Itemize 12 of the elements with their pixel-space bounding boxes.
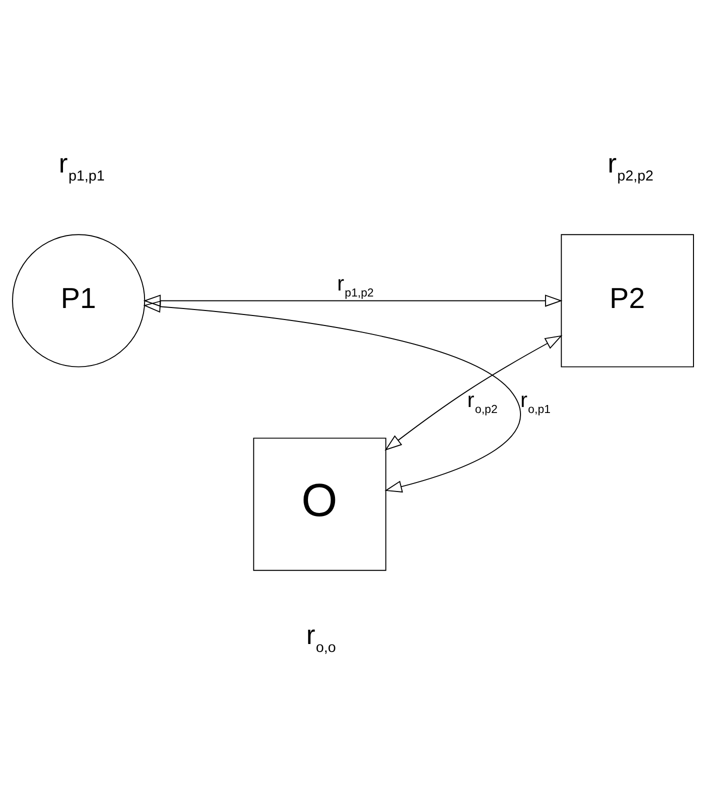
node-label: r$_{p2,p2}$	[608, 148, 654, 184]
node-label: r$_{p1,p1}$	[58, 148, 105, 184]
edge-label: r$_{p1,p2}$	[337, 272, 374, 300]
arrow	[143, 300, 521, 493]
node-box: O	[253, 438, 386, 571]
arrow	[384, 335, 562, 451]
arrow	[143, 294, 562, 307]
edge-label: r$_{o,p2}$	[467, 388, 498, 416]
node-box: P2	[560, 234, 694, 368]
node-label: r$_{o,o}$	[306, 620, 336, 656]
node-circle: P1	[12, 234, 146, 368]
edge-label: r$_{o,p1}$	[520, 388, 551, 416]
